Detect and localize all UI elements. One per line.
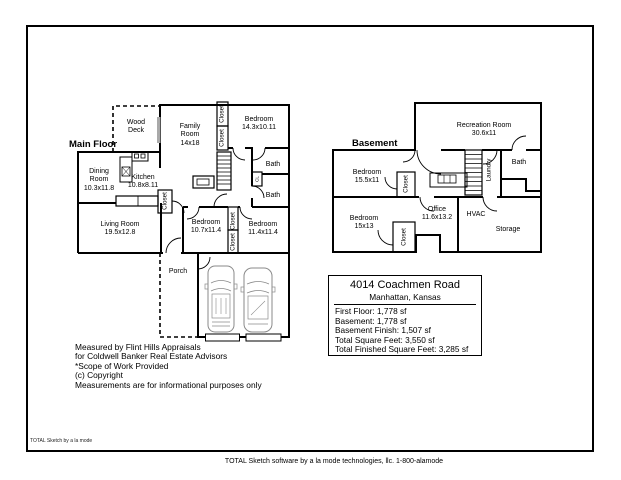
basement-door-arcs bbox=[377, 135, 527, 246]
main-floor-plan bbox=[76, 101, 291, 342]
closet-label: Closet bbox=[161, 192, 169, 210]
closet-label: Closet bbox=[402, 175, 410, 193]
closet-label: Closet bbox=[400, 228, 408, 246]
room-label-bedroom-left: Bedroom 10.7x11.4 bbox=[190, 219, 222, 235]
basement-stairs-icon bbox=[464, 149, 483, 196]
basement-title: Basement bbox=[352, 138, 398, 149]
disclaimer-line: Measurements are for informational purpo… bbox=[75, 379, 262, 390]
summary-total-sf: Total Square Feet: 3,550 sf bbox=[335, 334, 435, 345]
room-label-office: Office 11.6x13.2 bbox=[421, 206, 453, 222]
disclaimer-line: (c) Copyright bbox=[75, 370, 123, 381]
car-icon-right bbox=[240, 267, 276, 333]
room-label-dining: Dining Room 10.3x11.8 bbox=[83, 168, 115, 192]
closet-label: Closet bbox=[229, 212, 237, 230]
room-label-porch: Porch bbox=[168, 268, 188, 275]
fireplace-icon bbox=[192, 175, 215, 189]
summary-divider bbox=[334, 304, 476, 305]
wet-bar-icon bbox=[429, 172, 468, 188]
sliding-door-icon bbox=[157, 117, 161, 143]
summary-basement: Basement: 1,778 sf bbox=[335, 315, 407, 326]
room-label-living: Living Room 19.5x12.8 bbox=[100, 221, 140, 237]
disclaimer-block: Measured by Flint Hills Appraisals for C… bbox=[75, 342, 262, 390]
porch-outline bbox=[159, 253, 198, 338]
property-summary-box: 4014 Coachmen Road Manhattan, Kansas Fir… bbox=[328, 275, 482, 356]
wood-deck-outline bbox=[112, 105, 160, 152]
room-label-recreation: Recreation Room 30.6x11 bbox=[456, 122, 512, 138]
main-stairs-icon bbox=[216, 151, 232, 191]
laundry-label: Laundry bbox=[485, 158, 493, 182]
room-label-family-room: Family Room 14x18 bbox=[179, 123, 201, 147]
linen-closet-label: CL bbox=[254, 176, 260, 182]
room-label-kitchen: Kitchen 10.8x8.11 bbox=[127, 174, 159, 190]
page-border bbox=[26, 25, 594, 452]
room-label-basement-bath: Bath bbox=[511, 159, 527, 166]
room-label-bedroom-upper: Bedroom 15.5x11 bbox=[352, 169, 382, 185]
car-icon-left bbox=[204, 265, 238, 333]
summary-basement-finish: Basement Finish: 1,507 sf bbox=[335, 325, 431, 336]
kitchen-fixtures-icon bbox=[115, 151, 159, 207]
room-label-bath-lower: Bath bbox=[265, 192, 281, 199]
garage-doors bbox=[205, 333, 282, 342]
basement-plan bbox=[331, 101, 543, 254]
room-label-hvac: HVAC bbox=[466, 211, 486, 218]
room-label-bedroom-top: Bedroom 14.3x10.11 bbox=[241, 116, 277, 132]
property-address: 4014 Coachmen Road bbox=[349, 279, 461, 291]
room-label-bath-upper: Bath bbox=[265, 161, 281, 168]
basement-interior-walls bbox=[333, 149, 541, 252]
closet-label: Closet bbox=[229, 233, 237, 251]
summary-first-floor: First Floor: 1,778 sf bbox=[335, 306, 407, 316]
property-city: Manhattan, Kansas bbox=[369, 292, 441, 302]
room-label-wood-deck: Wood Deck bbox=[126, 119, 146, 135]
closet-label: Closet bbox=[218, 129, 226, 147]
software-footer: TOTAL Sketch software by a la mode techn… bbox=[224, 458, 444, 465]
disclaimer-line: Measured by Flint Hills Appraisals bbox=[75, 342, 201, 352]
main-floor-title: Main Floor bbox=[69, 139, 118, 150]
basement-exterior-walls bbox=[331, 101, 543, 254]
closet-label: Closet bbox=[218, 105, 226, 123]
room-label-bedroom-right: Bedroom 11.4x11.4 bbox=[248, 221, 278, 237]
room-label-bedroom-lower: Bedroom 15x13 bbox=[349, 215, 379, 231]
basement-closets bbox=[392, 171, 416, 253]
disclaimer-line: for Coldwell Banker Real Estate Advisors bbox=[75, 351, 228, 362]
main-floor-interior-walls bbox=[78, 147, 289, 253]
disclaimer-line: *Scope of Work Provided bbox=[75, 360, 169, 371]
sketch-watermark: TOTAL Sketch by a la mode bbox=[30, 438, 93, 444]
summary-total-finished-sf: Total Finished Square Feet: 3,285 sf bbox=[335, 344, 469, 355]
main-floor-door-arcs bbox=[165, 147, 266, 270]
room-label-storage: Storage bbox=[495, 226, 521, 233]
